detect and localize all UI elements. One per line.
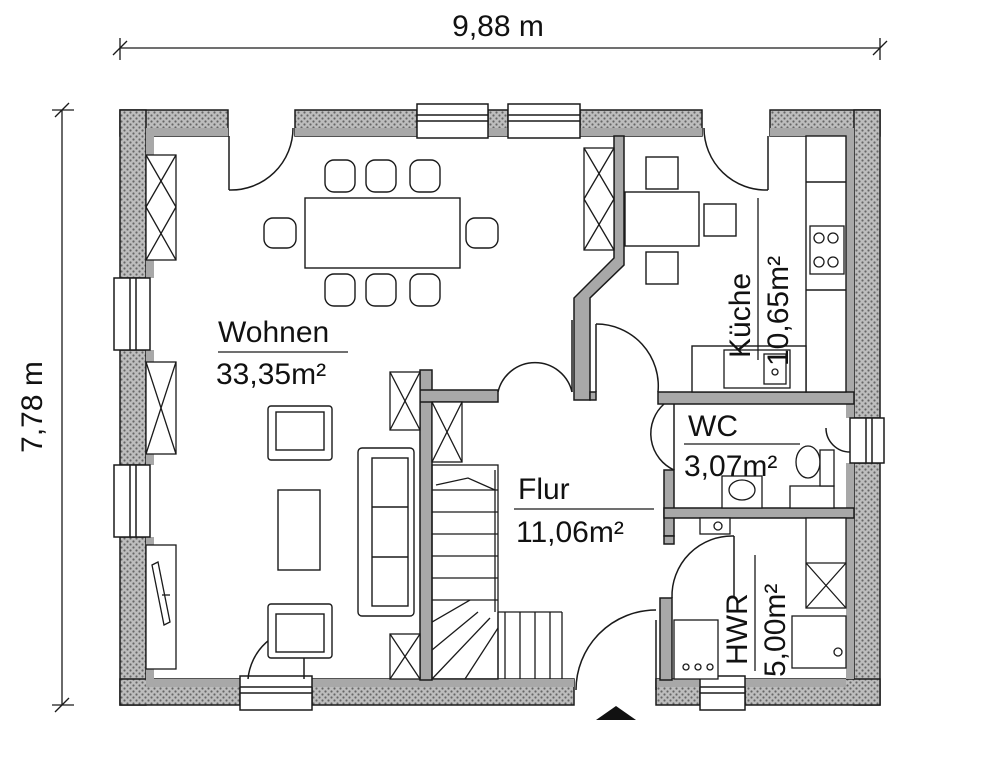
room-area-wohnen: 33,35m² (216, 358, 326, 391)
room-name-hwr: HWR (721, 593, 754, 665)
staircase (431, 464, 563, 680)
room-area-hwr: 5,00m² (759, 584, 792, 677)
room-label-flur: Flur 11,06m² (514, 473, 654, 549)
kitchen-sink-icon (723, 349, 791, 389)
room-name-flur: Flur (518, 473, 570, 506)
doors (228, 127, 851, 691)
tv-cabinet (145, 544, 177, 670)
room-label-kueche: Küche 10,65m² (724, 198, 795, 366)
room-name-kueche: Küche (724, 273, 757, 358)
room-label-wc: WC 3,07m² (684, 410, 800, 483)
width-dimension-label: 9,88 m (452, 10, 544, 43)
room-name-wc: WC (688, 410, 738, 443)
dining-table (304, 197, 461, 269)
kitchen-table (624, 156, 737, 285)
armchairs (267, 405, 333, 659)
cooktop-icon (809, 225, 845, 275)
sofa (357, 447, 415, 617)
dining-chairs (263, 159, 499, 307)
wc-fixtures (721, 445, 835, 509)
height-dimension (52, 102, 74, 713)
entrance-arrow-icon (596, 706, 636, 720)
room-area-kueche: 10,65m² (762, 256, 795, 366)
width-dimension (112, 38, 888, 60)
hwr-appliances (673, 517, 847, 680)
living-shelves (145, 147, 615, 680)
windows (113, 103, 885, 711)
room-area-flur: 11,06m² (516, 516, 624, 549)
room-label-wohnen: Wohnen 33,35m² (216, 316, 348, 391)
room-label-hwr: HWR 5,00m² (721, 555, 792, 677)
interior-walls (419, 135, 855, 681)
room-name-wohnen: Wohnen (218, 316, 329, 349)
room-area-wc: 3,07m² (684, 450, 777, 483)
height-dimension-label: 7,78 m (16, 361, 49, 453)
coffee-table (277, 489, 321, 571)
